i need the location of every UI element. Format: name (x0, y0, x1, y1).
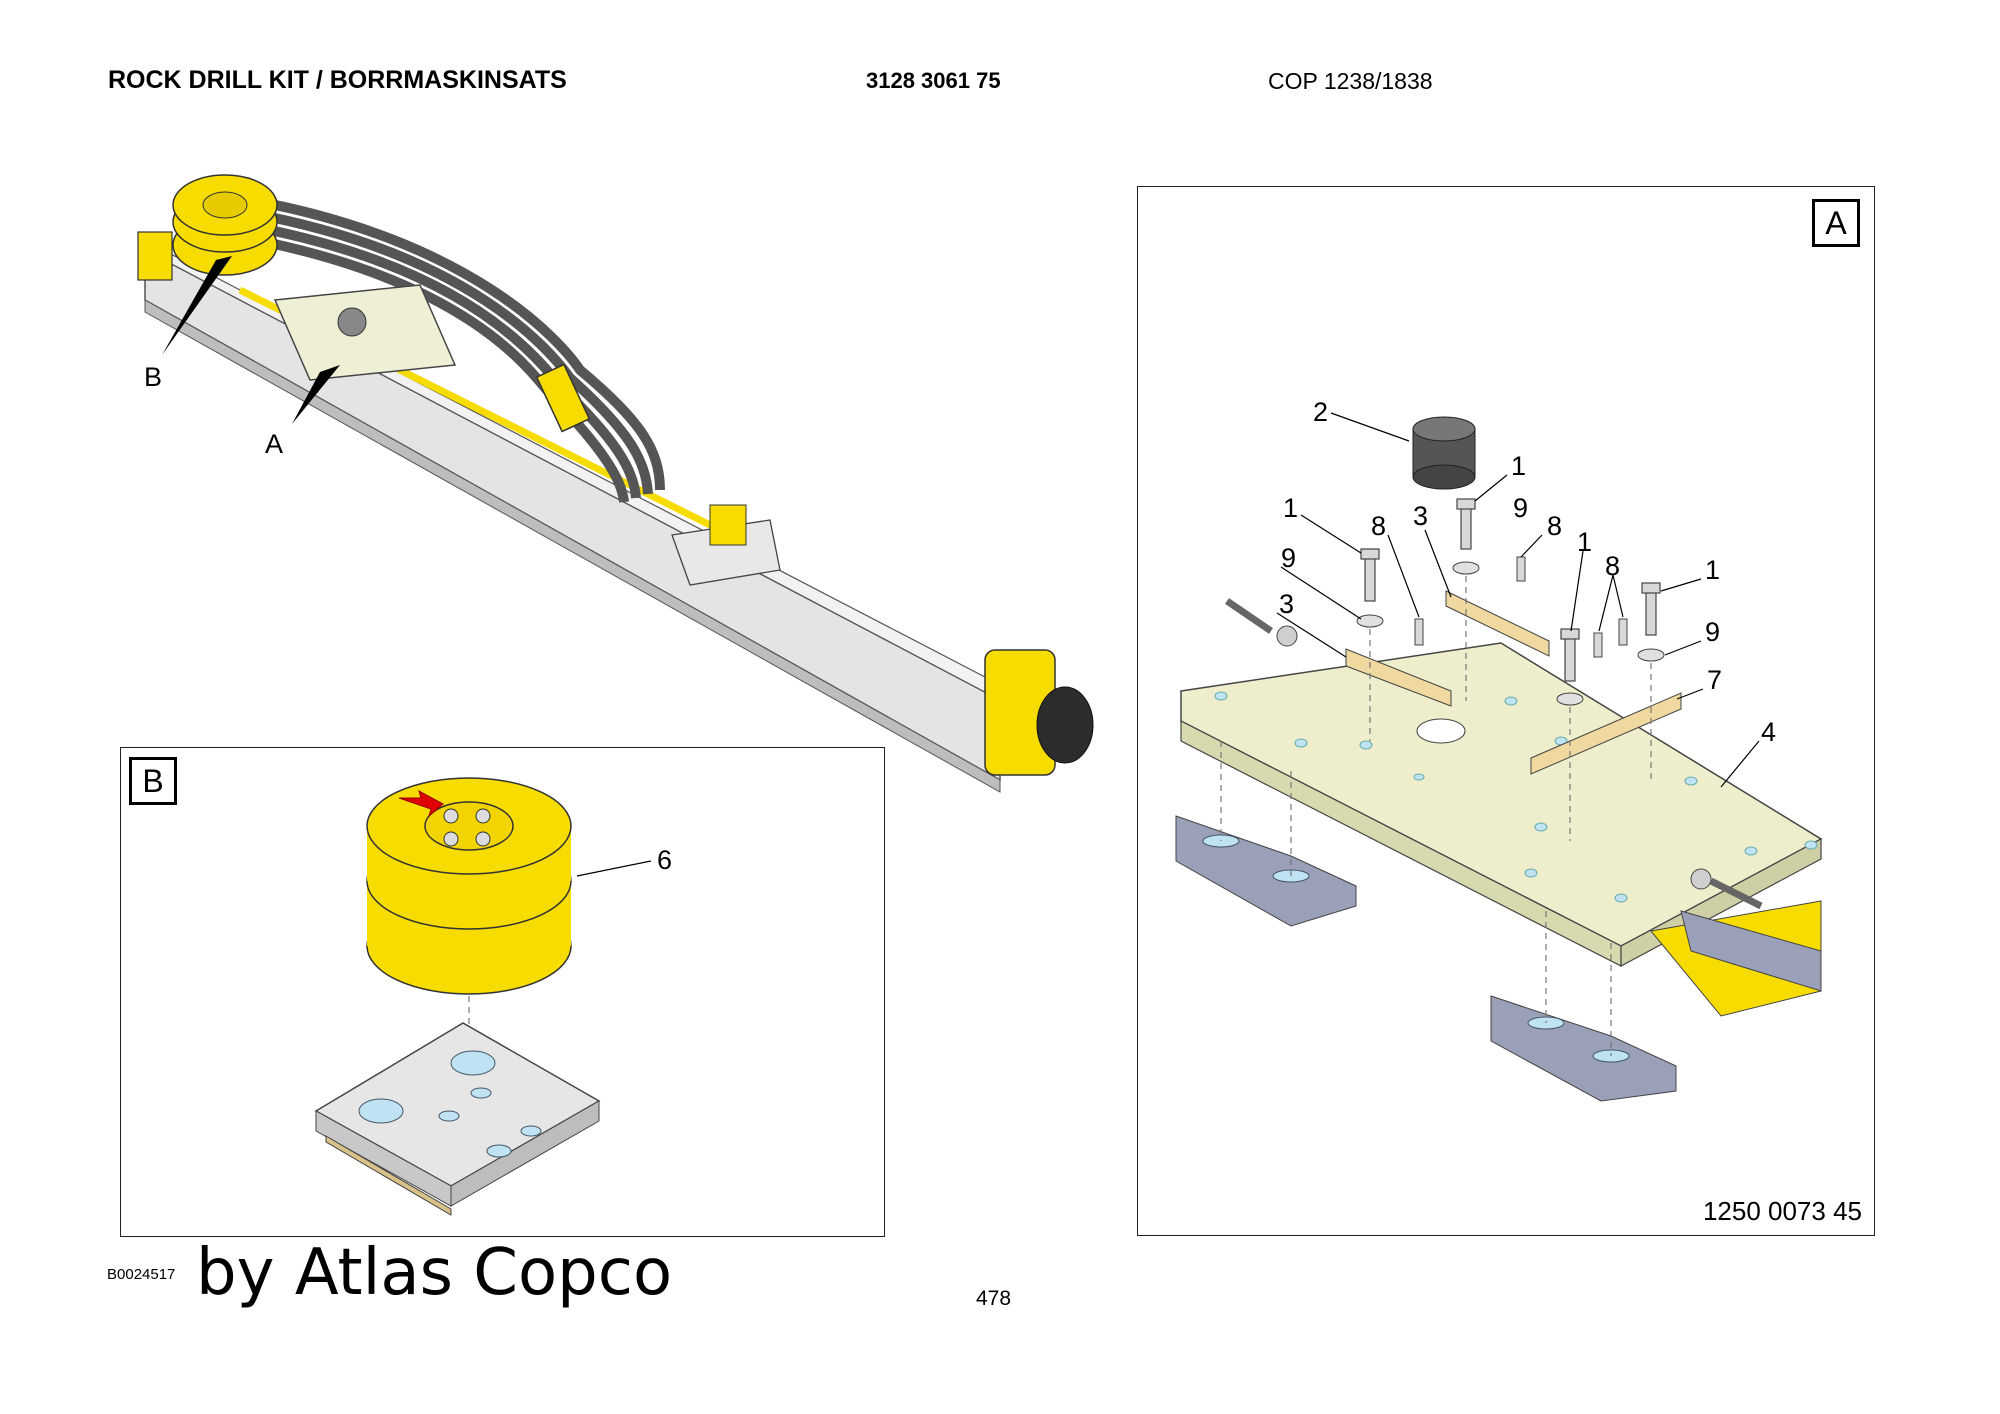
wood-strip-3b (1445, 590, 1550, 657)
slider-left (1175, 815, 1357, 927)
end-bracket (137, 231, 173, 281)
callout-1-right: 1 (1705, 555, 1720, 585)
reel-bolts (443, 808, 491, 847)
ground-cable-left (1225, 598, 1273, 634)
wood-strip-7 (1530, 692, 1682, 775)
callout-8-right: 8 (1605, 551, 1620, 581)
rail-slider-right (1680, 910, 1822, 992)
mounting-plate-holes (358, 1050, 542, 1158)
plate-holes (1214, 691, 1818, 903)
callout-2: 2 (1313, 397, 1328, 427)
callout-a: A (265, 429, 283, 459)
panel-b-exploded-view: 6 (314, 777, 672, 1216)
callout-9-right: 9 (1705, 617, 1720, 647)
leader-lines (1276, 412, 1760, 788)
kit-number: 3128 3061 75 (866, 68, 1001, 93)
callout-3-top: 3 (1413, 501, 1428, 531)
brand-watermark: by Atlas Copco (196, 1236, 673, 1310)
assembly-lines (1220, 576, 1652, 1056)
leader-a (292, 365, 340, 424)
leader-b (162, 256, 232, 355)
callout-9-left: 9 (1281, 543, 1296, 573)
callout-9-top: 9 (1513, 493, 1528, 523)
callout-7: 7 (1707, 665, 1722, 695)
ground-cable-right (1709, 877, 1763, 910)
callout-4: 4 (1761, 717, 1776, 747)
centralizer-mid (671, 504, 781, 586)
page-number: 478 (976, 1287, 1012, 1310)
callout-8-top: 8 (1547, 511, 1562, 541)
front-centralizer (984, 649, 1094, 776)
cradle-knob (337, 307, 367, 337)
panel-b-tag: B (129, 757, 177, 805)
callout-1-left: 1 (1283, 493, 1298, 523)
drawing-id: B0024517 (107, 1266, 176, 1283)
model-number: COP 1238/1838 (1268, 68, 1433, 94)
plate-hole (1416, 718, 1466, 744)
hose-clamp (535, 363, 591, 433)
panel-a-tag: A (1812, 199, 1860, 247)
document-title: ROCK DRILL KIT / BORRMASKINSATS (108, 66, 567, 94)
detail-panel-b: B 6 (120, 747, 885, 1237)
rail-side (144, 299, 1001, 793)
reel-top (172, 174, 278, 276)
callout-1-top: 1 (1511, 451, 1526, 481)
wood-strip-3a (1345, 648, 1452, 707)
callout-8-left: 8 (1371, 511, 1386, 541)
rail-body (144, 248, 1001, 782)
callout-3-left: 3 (1279, 589, 1294, 619)
panel-a-part-number: 1250 0073 45 (1702, 1196, 1862, 1226)
callout-1-mid: 1 (1577, 527, 1592, 557)
short-screws (1414, 556, 1628, 658)
rubber-cap (1412, 416, 1476, 490)
reel (366, 777, 572, 995)
slider-bottom (1490, 995, 1677, 1102)
rotation-arrow (398, 789, 444, 818)
bolts (1360, 498, 1661, 682)
washers (1356, 561, 1665, 706)
reel-leader (576, 860, 652, 877)
cradle-plate (273, 284, 457, 381)
panel-a-exploded-view: 2 1 1 8 3 9 8 1 8 1 9 3 9 7 4 (1175, 397, 1823, 1102)
detail-panel-a: A (1137, 186, 1875, 1236)
mounting-plate-top (314, 1022, 601, 1187)
callout-6: 6 (657, 845, 672, 875)
callout-b: B (144, 362, 162, 392)
